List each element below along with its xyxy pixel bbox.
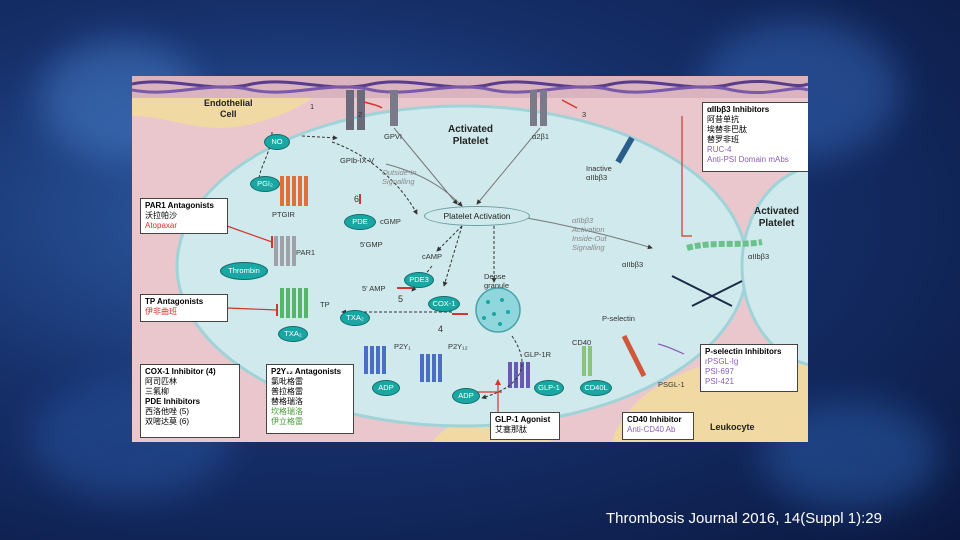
p2y12-label: P2Y₁₂: [448, 342, 468, 351]
pselectin-label: P-selectin: [602, 314, 635, 323]
adp-node-1: ADP: [372, 380, 400, 396]
drug-name: 西洛他唑 (5): [145, 407, 189, 416]
cgmp-label: cGMP: [380, 217, 401, 226]
box-title: COX-1 Inhibitor (4): [145, 367, 216, 376]
gpib-label: GPIb-IX-V: [340, 156, 375, 165]
pselectin-inhibitors-box: P-selectin Inhibitors rPSGL-Ig PSI-697 P…: [700, 344, 798, 392]
cd40-label: CD40: [572, 338, 592, 347]
drug-name: 伊非曲班: [145, 307, 177, 316]
inside-out-label: αIIbβ3 Activation Inside-Out Signalling: [572, 216, 607, 252]
par1-antagonists-box: PAR1 Antagonists 沃拉帕沙 Atopaxar: [140, 198, 228, 234]
drug-name: 双嘧达莫 (6): [145, 417, 189, 426]
drug-name: 氯吡格雷: [271, 377, 303, 386]
num-3-label: 3: [582, 110, 587, 119]
glp1-node: GLP-1: [534, 380, 564, 396]
drug-name: 沃拉帕沙: [145, 211, 177, 220]
txa2-outer-node: TXA₂: [278, 326, 308, 342]
drug-name: Anti-CD40 Ab: [627, 425, 676, 434]
inactive-aiib3-label: Inactive αIIbβ3: [586, 164, 612, 182]
box-title: TP Antagonists: [145, 297, 204, 306]
tp-antagonists-box: TP Antagonists 伊非曲班: [140, 294, 228, 322]
drug-name: PSI-421: [705, 377, 734, 386]
num-5-label: 5: [398, 294, 404, 304]
pde-node: PDE: [344, 214, 376, 230]
box-title: P-selectin Inhibitors: [705, 347, 782, 356]
num-2-label: 2: [358, 110, 363, 119]
endothelial-cell-label: Endothelial Cell: [204, 98, 253, 119]
ptgir-label: PTGIR: [272, 210, 295, 219]
drug-name: 阿司匹林: [145, 377, 177, 386]
drug-name: 三氟柳: [145, 387, 169, 396]
box-title: αIIbβ3 Inhibitors: [707, 105, 770, 114]
gpvi-label: GPVI: [384, 132, 402, 141]
citation-text: Thrombosis Journal 2016, 14(Suppl 1):29: [606, 510, 882, 527]
drug-name: rPSGL-Ig: [705, 357, 739, 366]
cd40-inhibitor-box: CD40 Inhibitor Anti-CD40 Ab: [622, 412, 694, 440]
pde3-node: PDE3: [404, 272, 434, 288]
num-6-label: 6: [354, 194, 360, 204]
leukocyte-label: Leukocyte: [710, 422, 755, 432]
activated-platelet-label: Activated Platelet: [448, 124, 494, 147]
cox1-node: COX-1: [428, 296, 460, 312]
aiib3-inhibitors-box: αIIbβ3 Inhibitors 阿昔单抗 埃替非巴肽 替罗非班 RUC-4 …: [702, 102, 808, 172]
box-title: PAR1 Antagonists: [145, 201, 214, 210]
gmp5-label: 5'GMP: [360, 240, 383, 249]
adp-node-2: ADP: [452, 388, 480, 404]
amp5-label: 5' AMP: [362, 284, 386, 293]
drug-name: Atopaxar: [145, 221, 178, 230]
box-title: P2Y₁₂ Antagonists: [271, 367, 342, 376]
drug-name: 埃替非巴肽: [707, 125, 747, 134]
glp1r-label: GLP-1R: [524, 350, 552, 359]
dense-granule-label: Dense granule: [484, 272, 510, 290]
box-title: GLP-1 Agonist: [495, 415, 551, 424]
p2y12-antagonists-box: P2Y₁₂ Antagonists 氯吡格雷 普拉格雷 替格瑞洛 坎格瑞洛 伊立…: [266, 364, 354, 434]
a2b1-label: α2β1: [532, 132, 549, 141]
aiib3-center-label: αIIbβ3: [622, 260, 644, 269]
drug-name: 替格瑞洛: [271, 397, 303, 406]
glp1-agonist-box: GLP-1 Agonist 艾塞那肽: [490, 412, 560, 440]
num-4-label: 4: [438, 324, 444, 334]
drug-name: 阿昔单抗: [707, 115, 739, 124]
platelet-activation-node: Platelet Activation: [424, 206, 530, 226]
drug-name: Anti-PSI Domain mAbs: [707, 155, 789, 164]
drug-name: 替罗非班: [707, 135, 739, 144]
txa2-inner-node: TXA₂: [340, 310, 370, 326]
psgl1-label: PSGL-1: [658, 380, 685, 389]
box-title: CD40 Inhibitor: [627, 415, 682, 424]
drug-name: PSI-697: [705, 367, 734, 376]
activated-platelet-right-label: Activated Platelet: [754, 206, 800, 229]
box-subtitle: PDE Inhibitors: [145, 397, 201, 406]
drug-name: 普拉格雷: [271, 387, 303, 396]
par1-label: PAR1: [296, 248, 316, 257]
platelet-signaling-diagram: Endothelial Cell Activated Platelet Acti…: [132, 76, 808, 442]
drug-name: RUC-4: [707, 145, 732, 154]
thrombin-node: Thrombin: [220, 262, 268, 280]
aiib3-right-label: αIIbβ3: [748, 252, 770, 261]
cd40l-node: CD40L: [580, 380, 612, 396]
drug-name: 坎格瑞洛: [271, 407, 303, 416]
drug-name: 艾塞那肽: [495, 425, 527, 434]
no-node: NO: [264, 134, 290, 150]
pgi2-node: PGI₂: [250, 176, 280, 192]
drug-name: 伊立格雷: [271, 417, 303, 426]
outside-in-label: Outside-In Signalling: [382, 168, 417, 186]
num-1-label: 1: [310, 102, 315, 111]
cox1-inhibitor-box: COX-1 Inhibitor (4) 阿司匹林 三氟柳 PDE Inhibit…: [140, 364, 240, 438]
tp-label: TP: [320, 300, 330, 309]
camp-label: cAMP: [422, 252, 443, 261]
p2y1-label: P2Y₁: [394, 342, 411, 351]
